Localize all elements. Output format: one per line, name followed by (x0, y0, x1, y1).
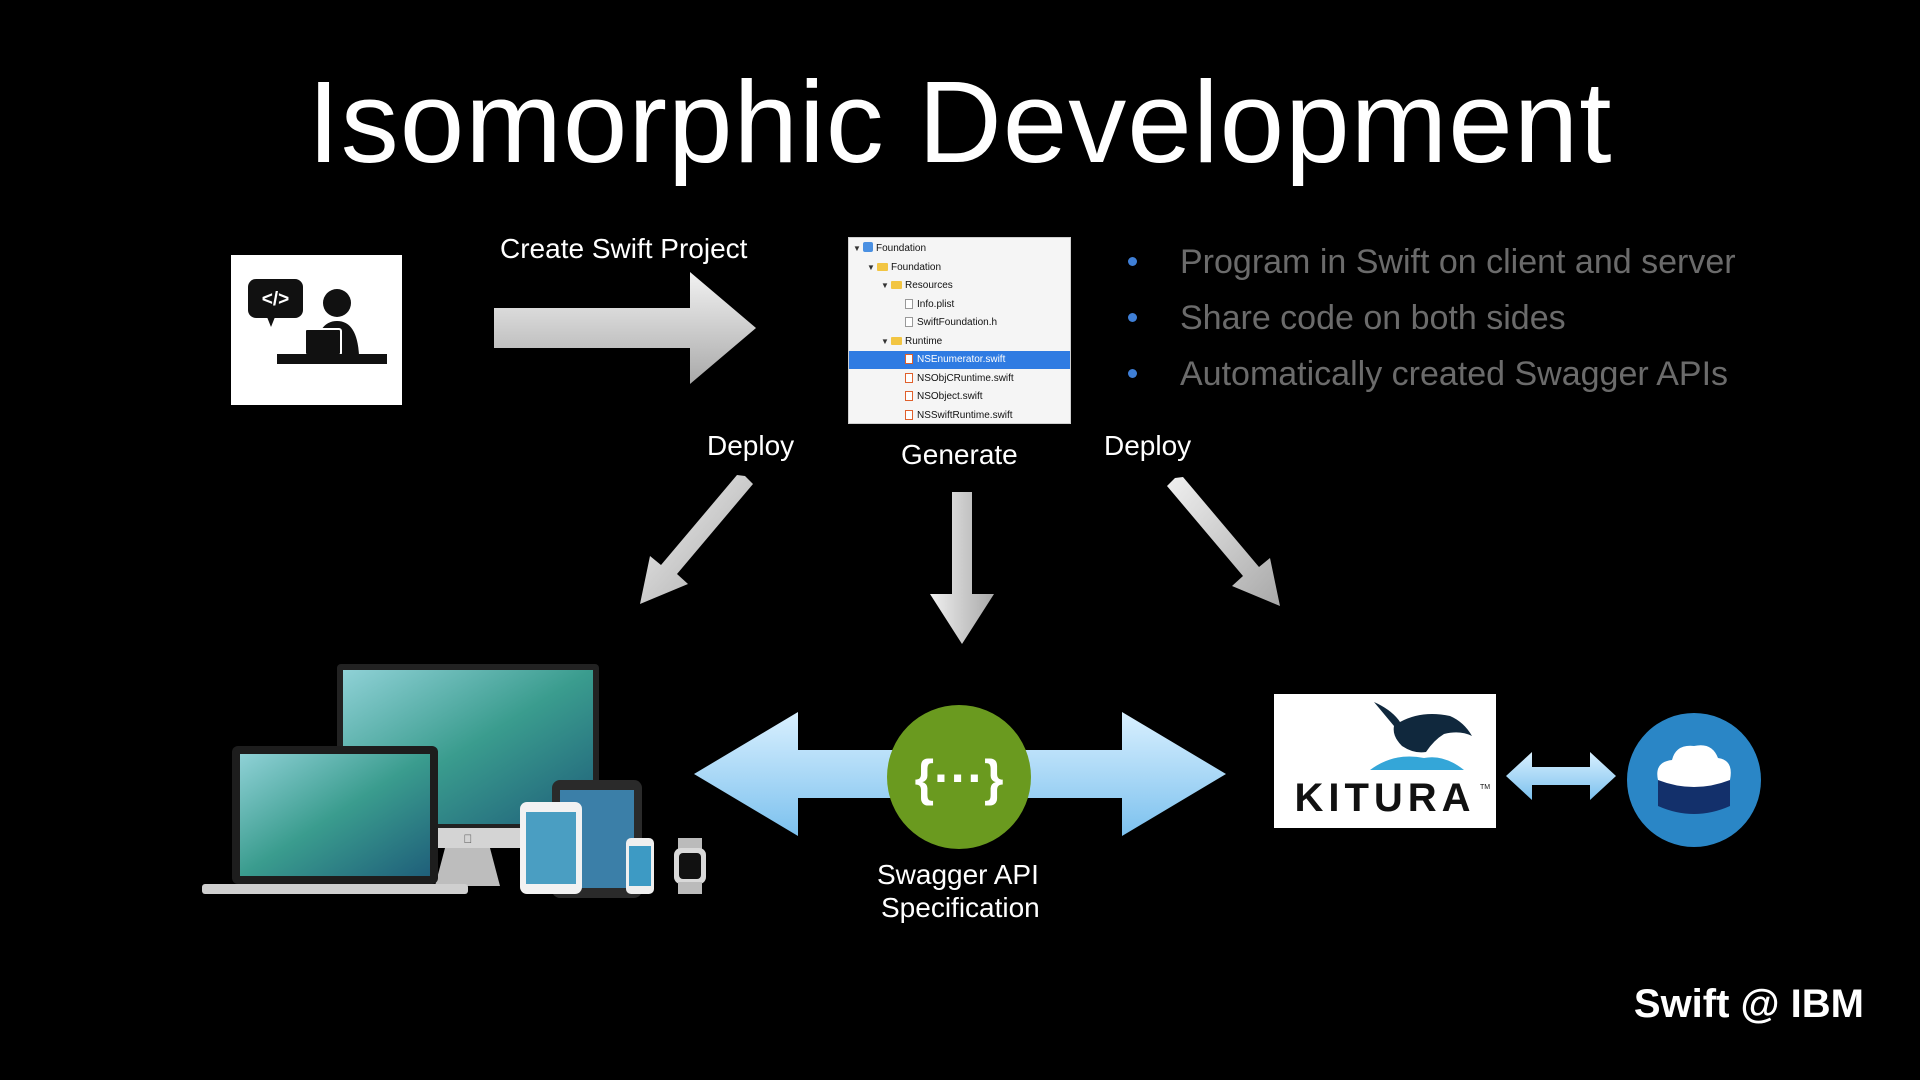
developer-coding-icon: </> (248, 279, 387, 364)
tree-row-label: NSEnumerator.swift (917, 354, 1006, 365)
swagger-label-line2: Specification (881, 892, 1040, 923)
tree-row-label: Foundation (891, 261, 942, 273)
tree-row-label: NSObjCRuntime.swift (917, 372, 1014, 384)
cloud-database-icon (1627, 713, 1761, 847)
kitura-bird-icon (1370, 702, 1472, 770)
file-icon (905, 391, 913, 401)
bullet-item: Share code on both sides (1128, 296, 1736, 352)
kitura-logo: KITURA TM (1274, 694, 1496, 828)
slide-title: Isomorphic Development (307, 57, 1613, 187)
folder-icon (891, 336, 902, 345)
tree-row[interactable]: NSEnumerator.swift (849, 351, 1070, 369)
file-icon (905, 372, 913, 383)
generate-label: Generate (901, 439, 1018, 470)
bullet-dot (1128, 257, 1137, 266)
tree-row-label: Runtime (905, 335, 943, 347)
bullet-dot (1128, 313, 1137, 322)
deploy-left-label: Deploy (707, 430, 795, 461)
tree-row[interactable]: SwiftFoundation.h (849, 314, 1070, 332)
project-icon (863, 242, 873, 252)
swagger-logo: {···} (887, 705, 1031, 849)
tree-row-label: NSSwiftRuntime.swift (917, 409, 1013, 421)
bullet-text: Share code on both sides (1180, 299, 1566, 337)
tree-row[interactable]: Info.plist (849, 296, 1070, 314)
bullet-dot (1128, 369, 1137, 378)
deploy-arrow-left (640, 475, 753, 604)
bullet-item: Program in Swift on client and server (1128, 240, 1736, 296)
svg-text::  (464, 832, 473, 846)
file-icon (905, 298, 913, 309)
swagger-label-line1: Swagger API (877, 859, 1039, 890)
tree-row-label: Foundation (876, 243, 927, 254)
tree-row[interactable]: ▼ Foundation (849, 259, 1070, 277)
tree-row[interactable]: NSObjCRuntime.swift (849, 370, 1070, 388)
generate-arrow-down (930, 492, 994, 644)
feature-bullet-list: Program in Swift on client and server Sh… (1128, 240, 1736, 408)
tree-row-label: Info.plist (917, 298, 955, 310)
macbook-icon (202, 746, 468, 894)
tree-row-label: Resources (905, 280, 953, 291)
tree-row[interactable]: ▼ Runtime (849, 333, 1070, 351)
bullet-text: Program in Swift on client and server (1180, 243, 1736, 281)
disclosure-triangle-icon[interactable]: ▼ (853, 244, 861, 253)
tree-row[interactable]: ▼ Foundation (849, 240, 1070, 258)
swagger-glyph: {···} (915, 750, 1004, 806)
folder-icon (877, 262, 888, 271)
kitura-trademark: TM (1480, 784, 1491, 791)
disclosure-triangle-icon[interactable]: ▼ (881, 336, 889, 346)
file-icon (905, 317, 913, 327)
tree-row-label: NSObject.swift (917, 391, 983, 402)
tree-row-label: SwiftFoundation.h (917, 317, 998, 328)
file-icon (905, 354, 913, 364)
kitura-cloud-double-arrow (1506, 752, 1616, 800)
iphone-icon (626, 838, 654, 894)
file-icon (905, 409, 913, 420)
tree-row[interactable]: NSSwiftRuntime.swift (849, 407, 1070, 424)
tree-row[interactable]: ▼ Resources (849, 277, 1070, 295)
create-arrow-right (494, 272, 756, 384)
ipad-mini-icon (520, 802, 582, 894)
developer-icon: </> (231, 255, 402, 405)
disclosure-triangle-icon[interactable]: ▼ (881, 281, 889, 290)
deploy-arrow-right (1167, 477, 1280, 606)
bullet-text: Automatically created Swagger APIs (1180, 355, 1729, 393)
kitura-wordmark: KITURA (1294, 776, 1476, 820)
code-glyph: </> (262, 289, 289, 310)
apple-watch-icon (674, 838, 706, 894)
deploy-right-label: Deploy (1104, 430, 1192, 461)
folder-icon (891, 281, 902, 289)
apple-devices-image:  (202, 664, 706, 898)
disclosure-triangle-icon[interactable]: ▼ (867, 262, 875, 272)
create-project-label: Create Swift Project (500, 233, 748, 264)
tree-row[interactable]: NSObject.swift (849, 388, 1070, 406)
footer-brand: Swift @ IBM (1633, 982, 1864, 1026)
bullet-item: Automatically created Swagger APIs (1128, 352, 1736, 408)
